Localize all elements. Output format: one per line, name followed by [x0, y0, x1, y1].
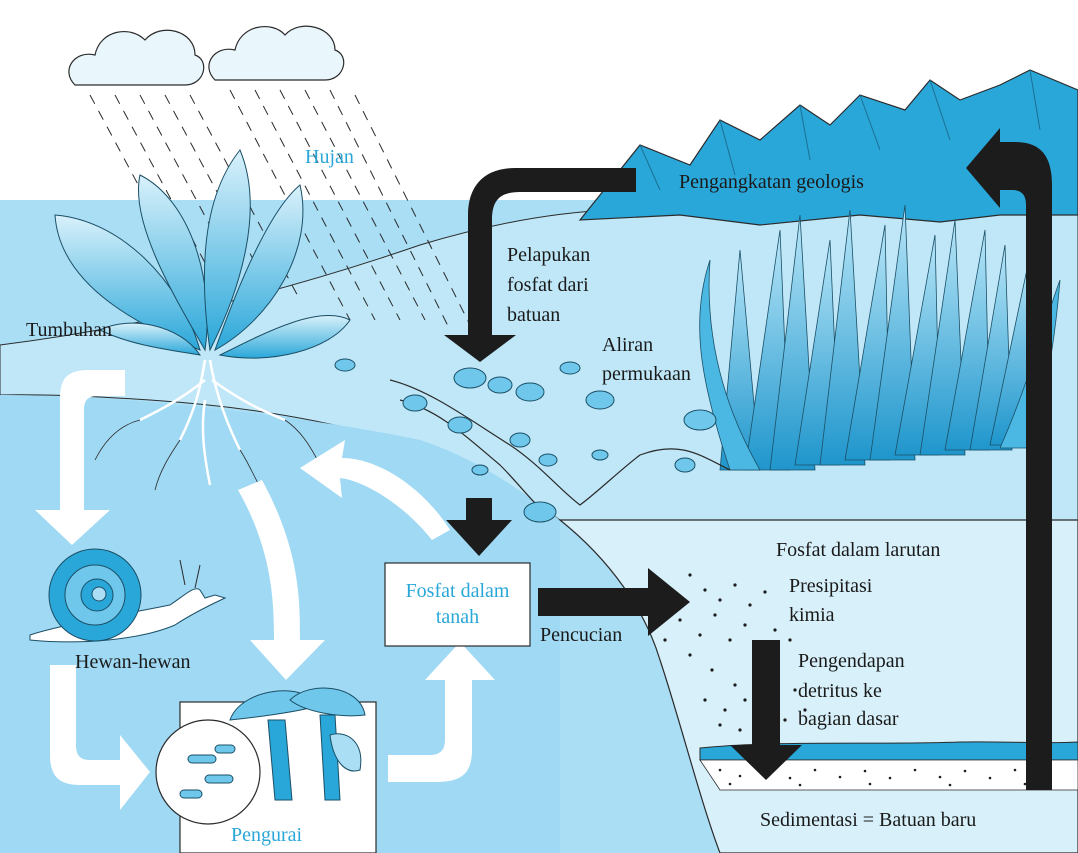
plant-to-animal-arrow — [35, 370, 125, 545]
label-runoff-line1: Aliran — [602, 334, 654, 356]
label-deposition-line1: Pengendapan — [798, 650, 905, 672]
label-precipitation-line1: Presipitasi — [789, 575, 873, 597]
label-rain: Hujan — [305, 146, 354, 168]
plant — [54, 149, 351, 496]
plant-to-decomposer-arrow — [238, 480, 325, 680]
label-soil-phosphate-line2: tanah — [435, 606, 480, 628]
label-sedimentation: Sedimentasi = Batuan baru — [760, 809, 977, 831]
white-arrows — [35, 370, 495, 810]
label-phosphate-solution: Fosfat dalam larutan — [776, 539, 941, 561]
label-geologic-uplift: Pengangkatan geologis — [679, 171, 864, 193]
label-soil-phosphate-line1: Fosfat dalam — [405, 580, 510, 602]
mountains — [578, 69, 1078, 226]
precipitate-dots — [658, 573, 1042, 787]
label-leaching: Pencucian — [540, 624, 623, 646]
label-plants: Tumbuhan — [26, 319, 112, 341]
label-precipitation-line2: kimia — [789, 604, 835, 626]
deposition-arrow — [730, 640, 802, 780]
soil-phosphate-box-frame — [384, 562, 531, 647]
runoff-to-soil-arrow — [446, 498, 512, 556]
black-arrows — [444, 128, 1052, 790]
label-animals: Hewan-hewan — [75, 651, 191, 673]
decomposer-to-soil-arrow — [388, 642, 495, 782]
clouds — [68, 25, 345, 86]
soil-to-plant-arrow — [300, 440, 450, 540]
soil-phosphate-box: Fosfat dalam tanah — [385, 563, 530, 646]
label-weathering-line1: Pelapukan — [507, 244, 591, 266]
label-deposition-line2: detritus ke — [798, 680, 882, 702]
uplift-arrow — [966, 128, 1052, 790]
label-runoff-line2: permukaan — [602, 363, 691, 385]
leaching-arrow — [538, 568, 690, 636]
snail — [29, 548, 227, 643]
label-weathering-line3: batuan — [507, 304, 561, 326]
weathering-arrow — [444, 168, 636, 362]
runoff-stream — [334, 358, 731, 523]
label-decomposers: Pengurai — [231, 824, 303, 846]
label-deposition-line3: bagian dasar — [798, 708, 899, 730]
label-weathering-line2: fosfat dari — [507, 274, 589, 296]
animal-to-decomposer-arrow — [50, 665, 150, 810]
decomposer-box — [155, 687, 377, 853]
